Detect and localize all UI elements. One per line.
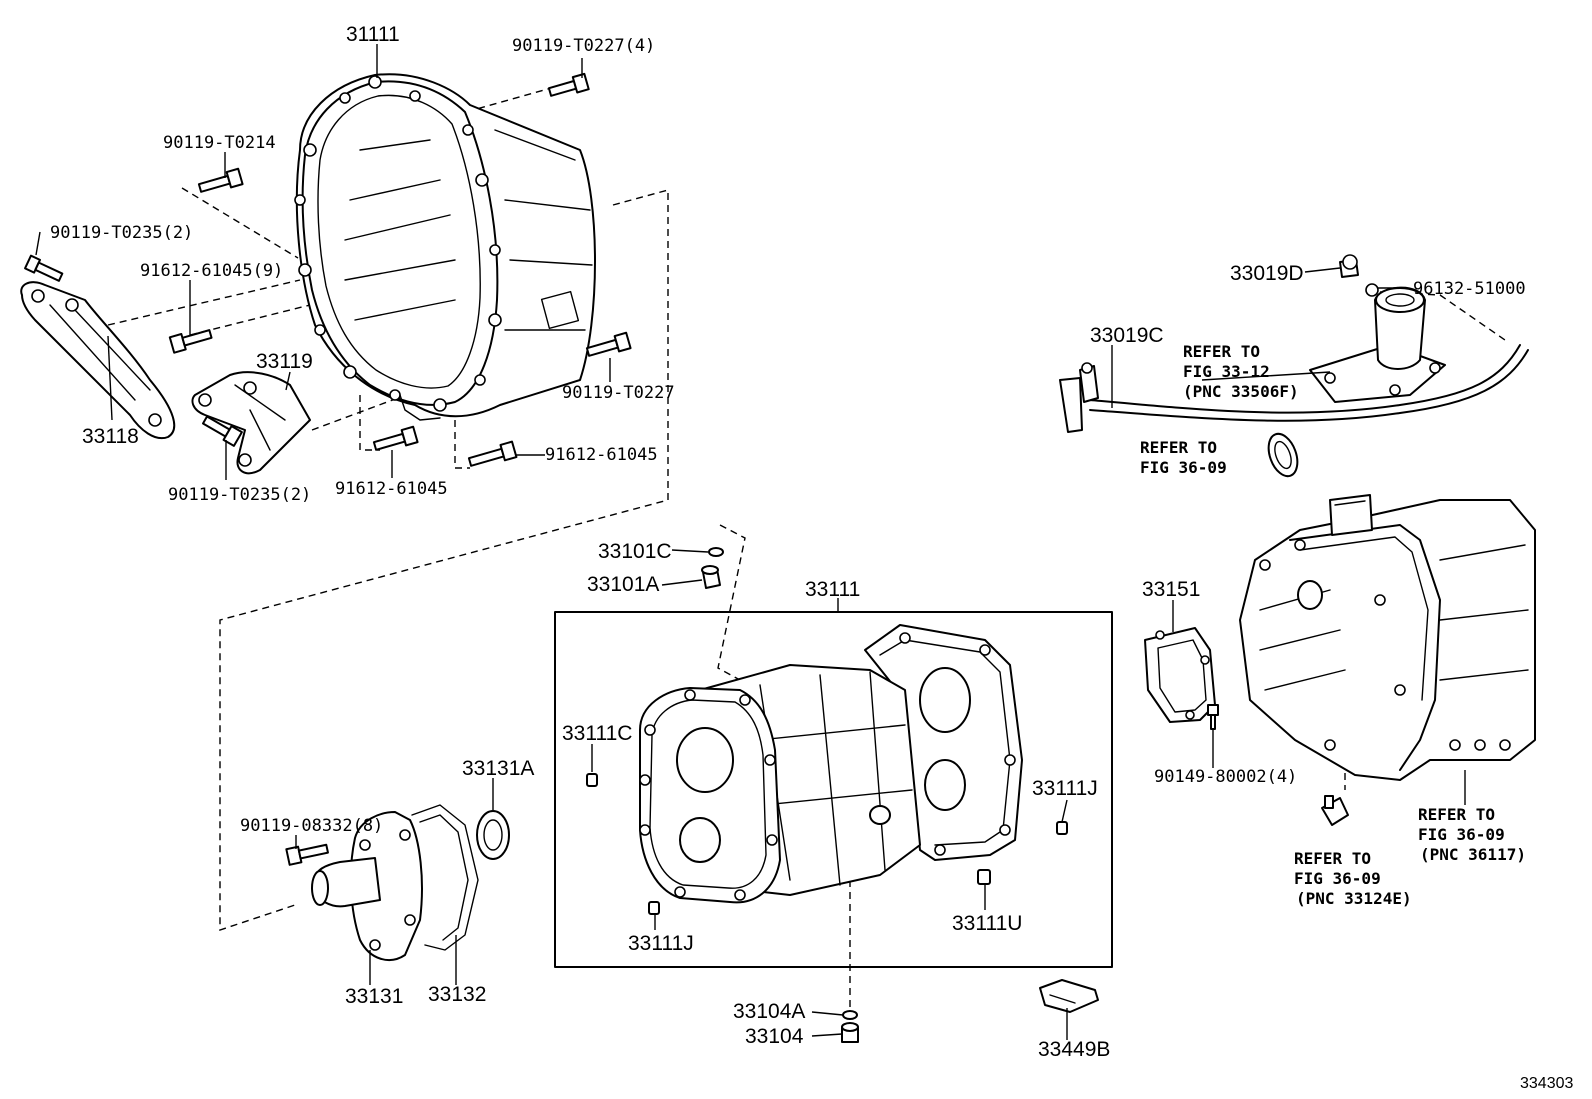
label-90149-80002-4: 90149-80002(4) bbox=[1154, 767, 1297, 787]
bolt-90119-T0227-4 bbox=[547, 72, 590, 97]
label-33118: 33118 bbox=[82, 425, 139, 448]
ref-36-09-a-line1: REFER TO bbox=[1140, 438, 1217, 457]
label-91612-61045-a: 91612-61045 bbox=[335, 479, 448, 499]
ref-36-09-b-line3: (PNC 36117) bbox=[1420, 845, 1526, 864]
bolt-91612-61045-9 bbox=[168, 329, 213, 354]
bolt-91612-61045-b bbox=[467, 440, 518, 467]
ref-36-09-b-line2: FIG 36-09 bbox=[1418, 825, 1505, 844]
plug-33101 bbox=[701, 547, 724, 589]
label-33111C: 33111C bbox=[562, 722, 632, 745]
label-90119-T0227-4: 90119-T0227(4) bbox=[512, 36, 655, 56]
ref-33-12-line3: (PNC 33506F) bbox=[1183, 382, 1299, 401]
clutch-housing-31111 bbox=[294, 73, 596, 421]
label-33019D: 33019D bbox=[1230, 262, 1304, 285]
ref-36-09-c-line1: REFER TO bbox=[1294, 849, 1371, 868]
label-90119-T0214: 90119-T0214 bbox=[163, 133, 276, 153]
label-33101A: 33101A bbox=[587, 573, 659, 596]
label-90119-T0235-2-bottom: 90119-T0235(2) bbox=[168, 485, 311, 505]
label-91612-61045-b: 91612-61045 bbox=[545, 445, 658, 465]
gasket-33151 bbox=[1144, 627, 1216, 723]
bracket-33449B bbox=[1039, 979, 1099, 1013]
label-33111U: 33111U bbox=[952, 912, 1022, 935]
illustration-code: 334303 bbox=[1520, 1075, 1573, 1092]
bracket-33118 bbox=[20, 281, 176, 440]
ref-36-09-b-line1: REFER TO bbox=[1418, 805, 1495, 824]
label-33131: 33131 bbox=[345, 985, 403, 1008]
ref-33-12-line1: REFER TO bbox=[1183, 342, 1260, 361]
ref-36-09-c-line3: (PNC 33124E) bbox=[1296, 889, 1412, 908]
label-33151: 33151 bbox=[1142, 578, 1200, 601]
leader-lines bbox=[35, 44, 1466, 1040]
bolt-91612-61045-a bbox=[372, 425, 419, 451]
bolt-90149-80002 bbox=[1207, 704, 1219, 730]
label-96132-51000: 96132-51000 bbox=[1413, 279, 1526, 299]
label-33111J-left: 33111J bbox=[628, 932, 694, 955]
label-33111J-right: 33111J bbox=[1032, 777, 1098, 800]
label-33449B: 33449B bbox=[1038, 1038, 1110, 1061]
bolt-90119-T0235-top bbox=[24, 254, 64, 282]
label-33019C: 33019C bbox=[1090, 324, 1164, 347]
label-33132: 33132 bbox=[428, 983, 486, 1006]
ref-36-09-a-line2: FIG 36-09 bbox=[1140, 458, 1227, 477]
label-33101C: 33101C bbox=[598, 540, 672, 563]
label-33119: 33119 bbox=[256, 350, 313, 373]
label-33111-mid: 33111 bbox=[805, 578, 860, 601]
drain-plug-33104 bbox=[841, 1010, 859, 1043]
label-33131A: 33131A bbox=[462, 757, 534, 780]
seal-ring-36-09 bbox=[1267, 432, 1299, 478]
ref-36-09-c-line2: FIG 36-09 bbox=[1294, 869, 1381, 888]
bolt-90119-T0235-bottom bbox=[202, 415, 243, 447]
ref-33-12-line2: FIG 33-12 bbox=[1183, 362, 1270, 381]
breather-hose-33019C bbox=[1059, 344, 1529, 433]
oil-seal-33131A bbox=[476, 810, 510, 860]
bolt-90119-T0227 bbox=[585, 331, 632, 357]
callout-labels: 31111 90119-T0227(4) 90119-T0214 90119-T… bbox=[50, 23, 1526, 1061]
label-90119-T0235-2-top: 90119-T0235(2) bbox=[50, 223, 193, 243]
bolt-90119-T0214 bbox=[197, 167, 244, 193]
dowel-pins bbox=[586, 773, 1068, 915]
label-90119-T0227: 90119-T0227 bbox=[562, 383, 675, 403]
label-91612-61045-9: 91612-61045(9) bbox=[140, 261, 283, 281]
case-assembly-box bbox=[554, 611, 1113, 968]
label-90119-08332-8: 90119-08332(8) bbox=[240, 816, 383, 836]
bearing-retainer-33131 bbox=[311, 811, 423, 961]
bolt-90119-08332 bbox=[285, 843, 329, 866]
breather-plug-33019D bbox=[1339, 254, 1359, 278]
label-31111-top: 31111 bbox=[346, 23, 400, 46]
label-33104A: 33104A bbox=[733, 1000, 805, 1023]
transmission-case-33111 bbox=[639, 624, 1023, 904]
clip-96132-51000 bbox=[1365, 283, 1379, 297]
reference-notes: REFER TO FIG 33-12 (PNC 33506F) REFER TO… bbox=[1140, 342, 1526, 908]
shift-retainer-33506F bbox=[1309, 286, 1446, 403]
gasket-33132 bbox=[411, 804, 479, 951]
bracket-33119 bbox=[191, 371, 311, 475]
speedometer-sensor-33124E bbox=[1321, 795, 1349, 826]
extension-housing bbox=[1239, 494, 1536, 781]
label-33104: 33104 bbox=[745, 1025, 804, 1048]
